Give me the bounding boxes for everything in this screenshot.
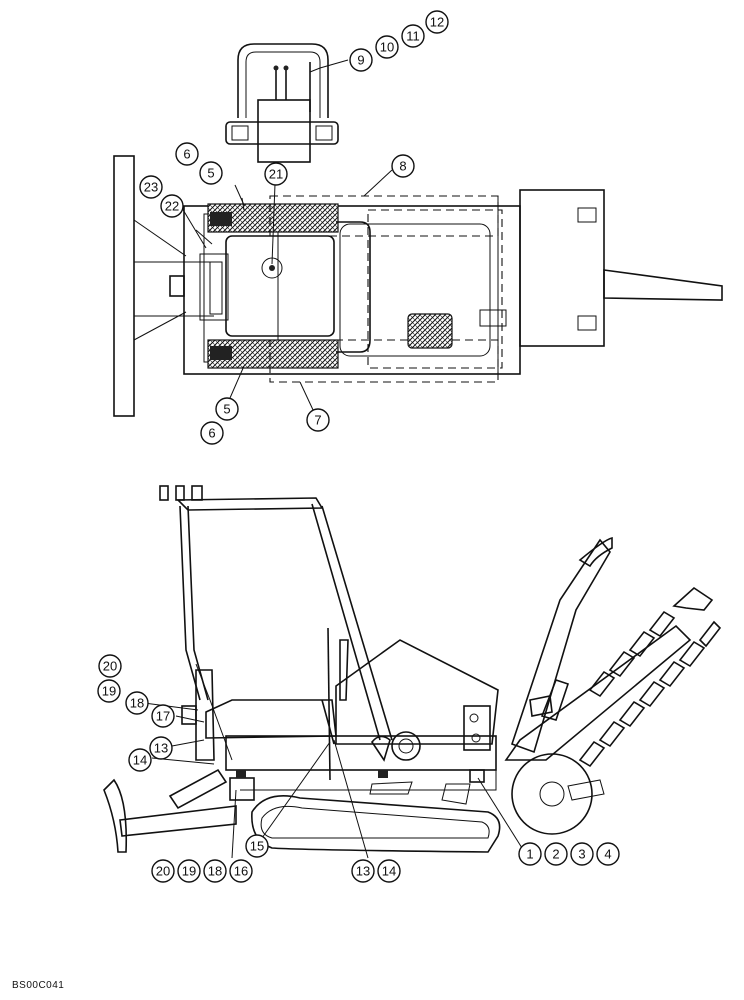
svg-text:12: 12 [430, 15, 444, 30]
callout-20-left: 20 [98, 654, 122, 678]
svg-text:5: 5 [207, 166, 214, 181]
svg-text:2: 2 [552, 847, 559, 862]
svg-text:13: 13 [154, 741, 168, 756]
callout-8: 8 [391, 154, 415, 178]
svg-text:10: 10 [380, 40, 394, 55]
callout-4: 4 [596, 842, 620, 866]
leader-lines [143, 59, 523, 859]
callout-3: 3 [570, 842, 594, 866]
callout-7: 7 [306, 408, 330, 432]
callout-20-bottom: 20 [151, 859, 175, 883]
svg-text:7: 7 [314, 413, 321, 428]
document-code: BS00C041 [12, 980, 65, 991]
callout-10: 10 [375, 35, 399, 59]
callout-18-left: 18 [125, 691, 149, 715]
callout-14-left: 14 [128, 748, 152, 772]
callout-13-bottom: 13 [351, 859, 375, 883]
svg-text:19: 19 [102, 684, 116, 699]
svg-text:9: 9 [357, 53, 364, 68]
svg-text:18: 18 [130, 696, 144, 711]
callout-13-left: 13 [149, 736, 173, 760]
callout-11: 11 [401, 24, 425, 48]
machine-side-view [103, 485, 722, 853]
svg-text:6: 6 [183, 147, 190, 162]
svg-text:18: 18 [208, 864, 222, 879]
svg-text:20: 20 [156, 864, 170, 879]
callout-19-bottom: 19 [177, 859, 201, 883]
callout-18-bottom: 18 [203, 859, 227, 883]
inset-rops-top-view [225, 43, 339, 163]
callout-17: 17 [151, 704, 175, 728]
svg-text:21: 21 [269, 167, 283, 182]
svg-text:23: 23 [144, 180, 158, 195]
svg-text:15: 15 [250, 839, 264, 854]
callout-15: 15 [245, 834, 269, 858]
svg-text:13: 13 [356, 864, 370, 879]
svg-text:20: 20 [103, 659, 117, 674]
callout-23: 23 [139, 175, 163, 199]
callout-9: 9 [349, 48, 373, 72]
svg-text:17: 17 [156, 709, 170, 724]
callout-2: 2 [544, 842, 568, 866]
callout-5-top: 5 [199, 161, 223, 185]
callout-16: 16 [229, 859, 253, 883]
callout-1: 1 [518, 842, 542, 866]
svg-text:3: 3 [578, 847, 585, 862]
svg-text:5: 5 [223, 402, 230, 417]
svg-text:22: 22 [165, 199, 179, 214]
callout-21: 21 [264, 162, 288, 186]
svg-text:19: 19 [182, 864, 196, 879]
svg-text:14: 14 [133, 753, 147, 768]
svg-text:6: 6 [208, 426, 215, 441]
svg-text:11: 11 [406, 29, 420, 44]
svg-text:1: 1 [526, 847, 533, 862]
svg-text:14: 14 [382, 864, 396, 879]
svg-text:16: 16 [234, 864, 248, 879]
callout-6-top: 6 [175, 142, 199, 166]
svg-text:8: 8 [399, 159, 406, 174]
svg-text:4: 4 [604, 847, 611, 862]
callout-5-bottom: 5 [215, 397, 239, 421]
callout-6-bottom: 6 [200, 421, 224, 445]
machine-top-view [113, 155, 723, 417]
callout-19-left: 19 [97, 679, 121, 703]
callout-14-bottom: 14 [377, 859, 401, 883]
callout-22: 22 [160, 194, 184, 218]
callout-12: 12 [425, 10, 449, 34]
